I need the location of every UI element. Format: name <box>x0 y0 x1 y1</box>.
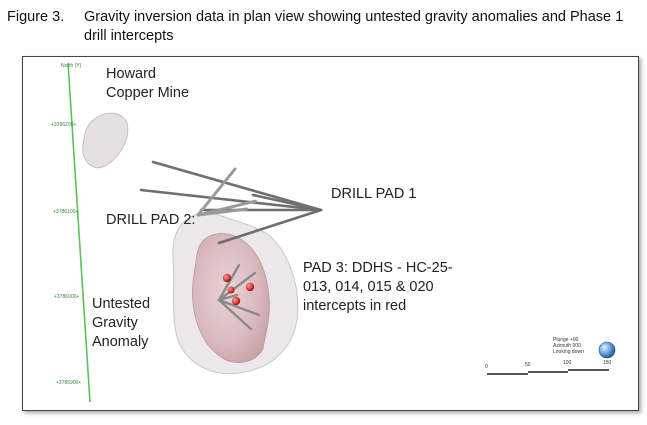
scale-label: 100 <box>563 360 572 366</box>
orientation-sphere <box>598 341 616 359</box>
untested-gravity-anomaly-label: Untested Gravity Anomaly <box>92 296 151 350</box>
north-axis-tick: +3785900+ <box>56 380 82 386</box>
howard-anomaly <box>82 112 129 169</box>
drill-pad-3-traces <box>217 263 261 331</box>
north-axis-tick: +3786000+ <box>54 294 80 300</box>
figure-caption-text: Gravity inversion data in plan view show… <box>84 9 624 44</box>
pad-3-label: PAD 3: DDHS - HC-25- 013, 014, 015 & 020… <box>303 260 453 314</box>
drill-pad-2-label: DRILL PAD 2: <box>106 212 196 228</box>
intercept-marker <box>231 296 241 306</box>
scale-label: 50 <box>525 362 531 368</box>
scale-label: 0 <box>485 364 488 370</box>
gravity-plan-graphic <box>67 62 616 403</box>
intercept-marker <box>245 282 255 292</box>
gravity-plan-view: North (Y) +3786200+ +3786100+ +3786000+ … <box>22 56 639 411</box>
drill-pad-2-traces <box>196 167 258 217</box>
figure-number: Figure 3. <box>7 9 65 25</box>
north-axis-title: North (Y) <box>61 63 82 69</box>
intercept-marker <box>227 286 235 294</box>
north-axis-line <box>67 62 91 403</box>
intercept-marker <box>222 273 232 283</box>
view-orientation: Plunge +90 Azimuth 000 Looking down <box>553 337 584 355</box>
drill-pad-1-label: DRILL PAD 1 <box>331 186 417 202</box>
scale-bar <box>487 369 609 375</box>
north-axis-tick: +3786200+ <box>51 122 77 128</box>
scale-label: 150 <box>603 360 612 366</box>
north-axis-tick: +3786100+ <box>53 209 79 215</box>
howard-copper-mine-label: Howard Copper Mine <box>106 66 190 101</box>
pad-3-red-intercepts <box>222 273 255 306</box>
